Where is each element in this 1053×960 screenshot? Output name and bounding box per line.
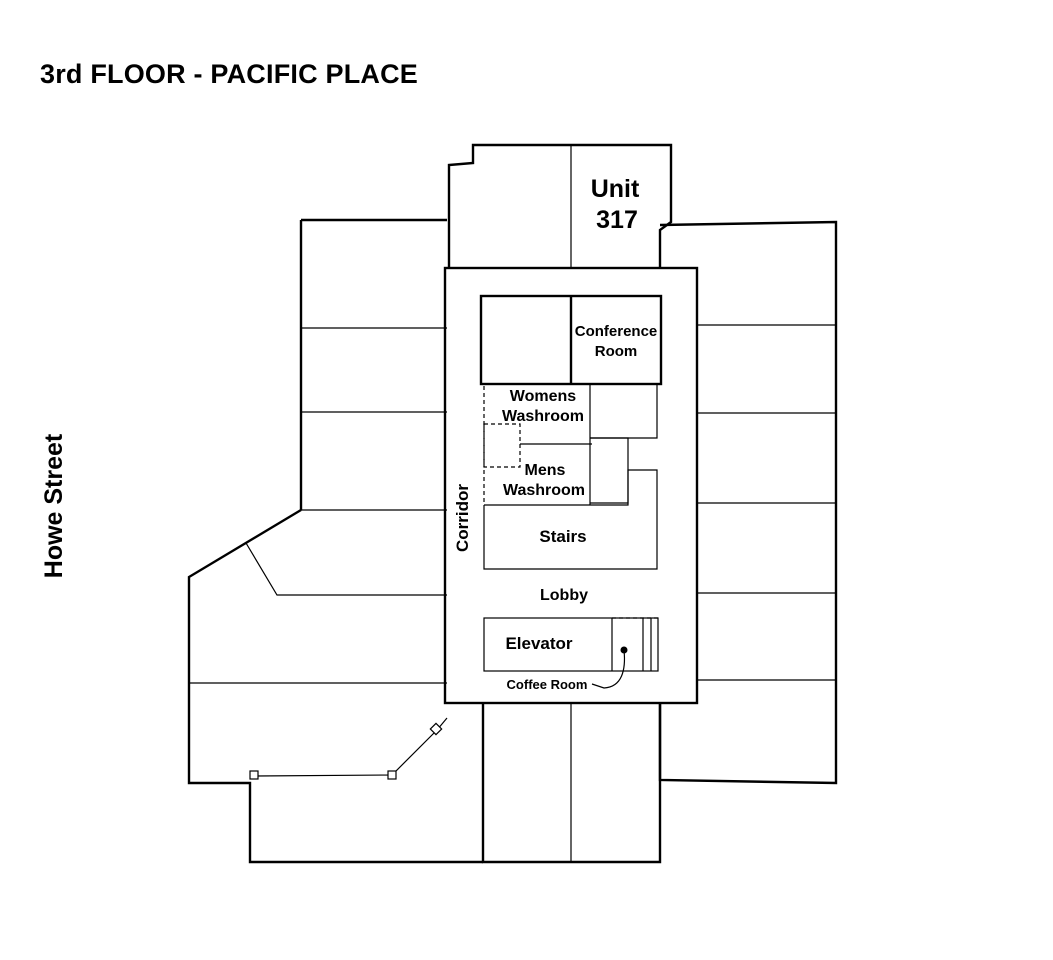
service-room-middle	[590, 437, 629, 504]
left-wing	[187, 218, 483, 864]
core-outline	[443, 266, 699, 705]
left-lower-angled-wall	[254, 717, 448, 777]
street-label: Howe Street	[40, 433, 68, 578]
coffee-room-label: Coffee Room	[507, 677, 588, 692]
column-marker	[387, 770, 397, 780]
elevator-block	[483, 617, 659, 689]
right-wing	[658, 220, 838, 785]
womens-washroom-label-line1: Womens	[510, 388, 576, 405]
womens-washroom-label-line2: Washroom	[502, 408, 584, 425]
washroom-dashed-stall	[483, 423, 521, 468]
coffee-room-leader-line	[591, 649, 626, 689]
elevator-label: Elevator	[505, 634, 572, 653]
unit-317-label-line1: Unit	[591, 175, 640, 203]
corridor-label: Corridor	[453, 484, 472, 552]
lobby-label: Lobby	[540, 587, 588, 604]
elevator-room	[483, 617, 659, 672]
mens-washroom-label-line1: Mens	[525, 462, 566, 479]
column-marker	[429, 722, 443, 736]
top-wing-outline	[447, 143, 673, 268]
stairs-room	[483, 469, 658, 570]
column-marker	[249, 770, 259, 780]
left-angled-office-wall	[245, 542, 447, 596]
left-wing-lower-wall	[187, 508, 483, 864]
conference-room-label-line1: Conference	[575, 323, 658, 340]
unit-317-label-line2: 317	[596, 206, 638, 234]
top-wing	[447, 143, 673, 268]
stairs-label: Stairs	[539, 527, 586, 546]
page-title: 3rd FLOOR - PACIFIC PLACE	[40, 59, 419, 89]
service-room-upper	[590, 383, 658, 439]
bottom-wing	[481, 703, 662, 864]
mens-washroom-label-line2: Washroom	[503, 482, 585, 499]
conference-room-label-line2: Room	[595, 343, 638, 360]
washroom-block	[483, 383, 658, 505]
